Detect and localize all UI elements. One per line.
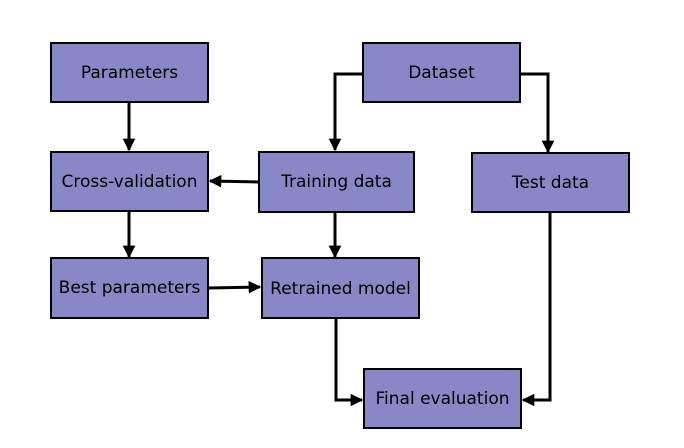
edge-retrained-model-to-final-evaluation bbox=[334, 318, 364, 407]
node-training-data-box bbox=[258, 151, 415, 213]
node-cross-validation: Cross-validation bbox=[50, 151, 209, 212]
node-retrained-model-label: Retrained model bbox=[270, 279, 411, 299]
node-retrained-model: Retrained model bbox=[261, 257, 420, 319]
node-test-data-box bbox=[471, 152, 630, 213]
node-final-evaluation: Final evaluation bbox=[363, 368, 522, 429]
node-training-data-label: Training data bbox=[280, 172, 392, 192]
node-retrained-model-box bbox=[261, 257, 420, 319]
node-dataset-label: Dataset bbox=[408, 63, 475, 83]
node-final-evaluation-label: Final evaluation bbox=[376, 389, 510, 409]
node-final-evaluation-box bbox=[363, 368, 522, 429]
node-dataset: Dataset bbox=[362, 42, 521, 103]
node-training-data: Training data bbox=[258, 151, 415, 213]
nodes-layer: Parameters Dataset Cross-validation Trai… bbox=[50, 42, 630, 429]
node-best-parameters-label: Best parameters bbox=[59, 278, 201, 298]
edge-training-data-to-cross-validation bbox=[208, 174, 260, 188]
node-test-data: Test data bbox=[471, 152, 630, 213]
edge-dataset-to-training-data bbox=[328, 72, 363, 152]
edge-test-data-to-final-evaluation bbox=[521, 212, 552, 407]
edge-dataset-to-test-data bbox=[520, 72, 555, 154]
node-best-parameters: Best parameters bbox=[50, 257, 209, 319]
node-parameters-label: Parameters bbox=[81, 63, 178, 83]
edge-best-parameters-to-retrained-model bbox=[207, 280, 262, 294]
node-parameters: Parameters bbox=[50, 42, 209, 103]
node-dataset-box bbox=[362, 42, 521, 103]
edges-layer bbox=[122, 72, 555, 407]
node-parameters-box bbox=[50, 42, 209, 103]
node-cross-validation-label: Cross-validation bbox=[62, 172, 198, 192]
node-best-parameters-box bbox=[50, 257, 209, 319]
node-cross-validation-box bbox=[50, 151, 209, 212]
node-test-data-label: Test data bbox=[511, 173, 589, 193]
